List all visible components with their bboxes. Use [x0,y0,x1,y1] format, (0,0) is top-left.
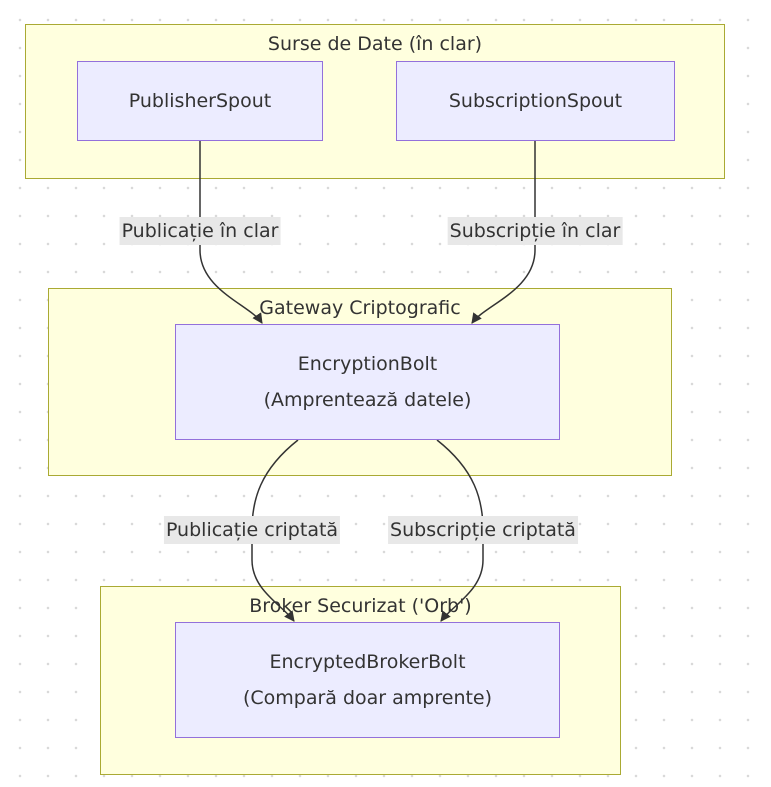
node-subtitle-encrypted-broker-bolt: (Compară doar amprente) [242,687,493,709]
node-title-encrypted-broker-bolt: EncryptedBrokerBolt [269,651,466,673]
edge-label-subscription-encrypted: Subscripție criptată [388,516,578,544]
edge-label-publication-plain: Publicație în clar [119,217,281,245]
edge-label-subscription-plain: Subscripție în clar [447,217,623,245]
cluster-title-data-sources: Surse de Date (în clar) [267,33,483,55]
edge-label-publication-encrypted: Publicație criptată [163,516,341,544]
cluster-title-secure-broker: Broker Securizat ('Orb') [249,595,472,617]
node-encryption-bolt[interactable]: EncryptionBolt (Amprentează datele) [175,324,560,440]
node-encrypted-broker-bolt[interactable]: EncryptedBrokerBolt (Compară doar ampren… [175,622,560,738]
edge-publisher-to-encryption [199,141,263,324]
edge-subscription-to-encryption [471,141,536,324]
node-subtitle-encryption-bolt: (Amprentează datele) [263,389,472,411]
cluster-title-crypto-gateway: Gateway Criptografic [259,297,461,319]
node-publisher-spout[interactable]: PublisherSpout [77,61,323,141]
node-subscription-spout[interactable]: SubscriptionSpout [396,61,675,141]
node-title-encryption-bolt: EncryptionBolt [297,353,438,375]
node-label-subscription-spout: SubscriptionSpout [448,90,623,112]
cluster-crypto-gateway: Gateway Criptografic [48,288,672,476]
node-label-publisher-spout: PublisherSpout [128,90,272,112]
